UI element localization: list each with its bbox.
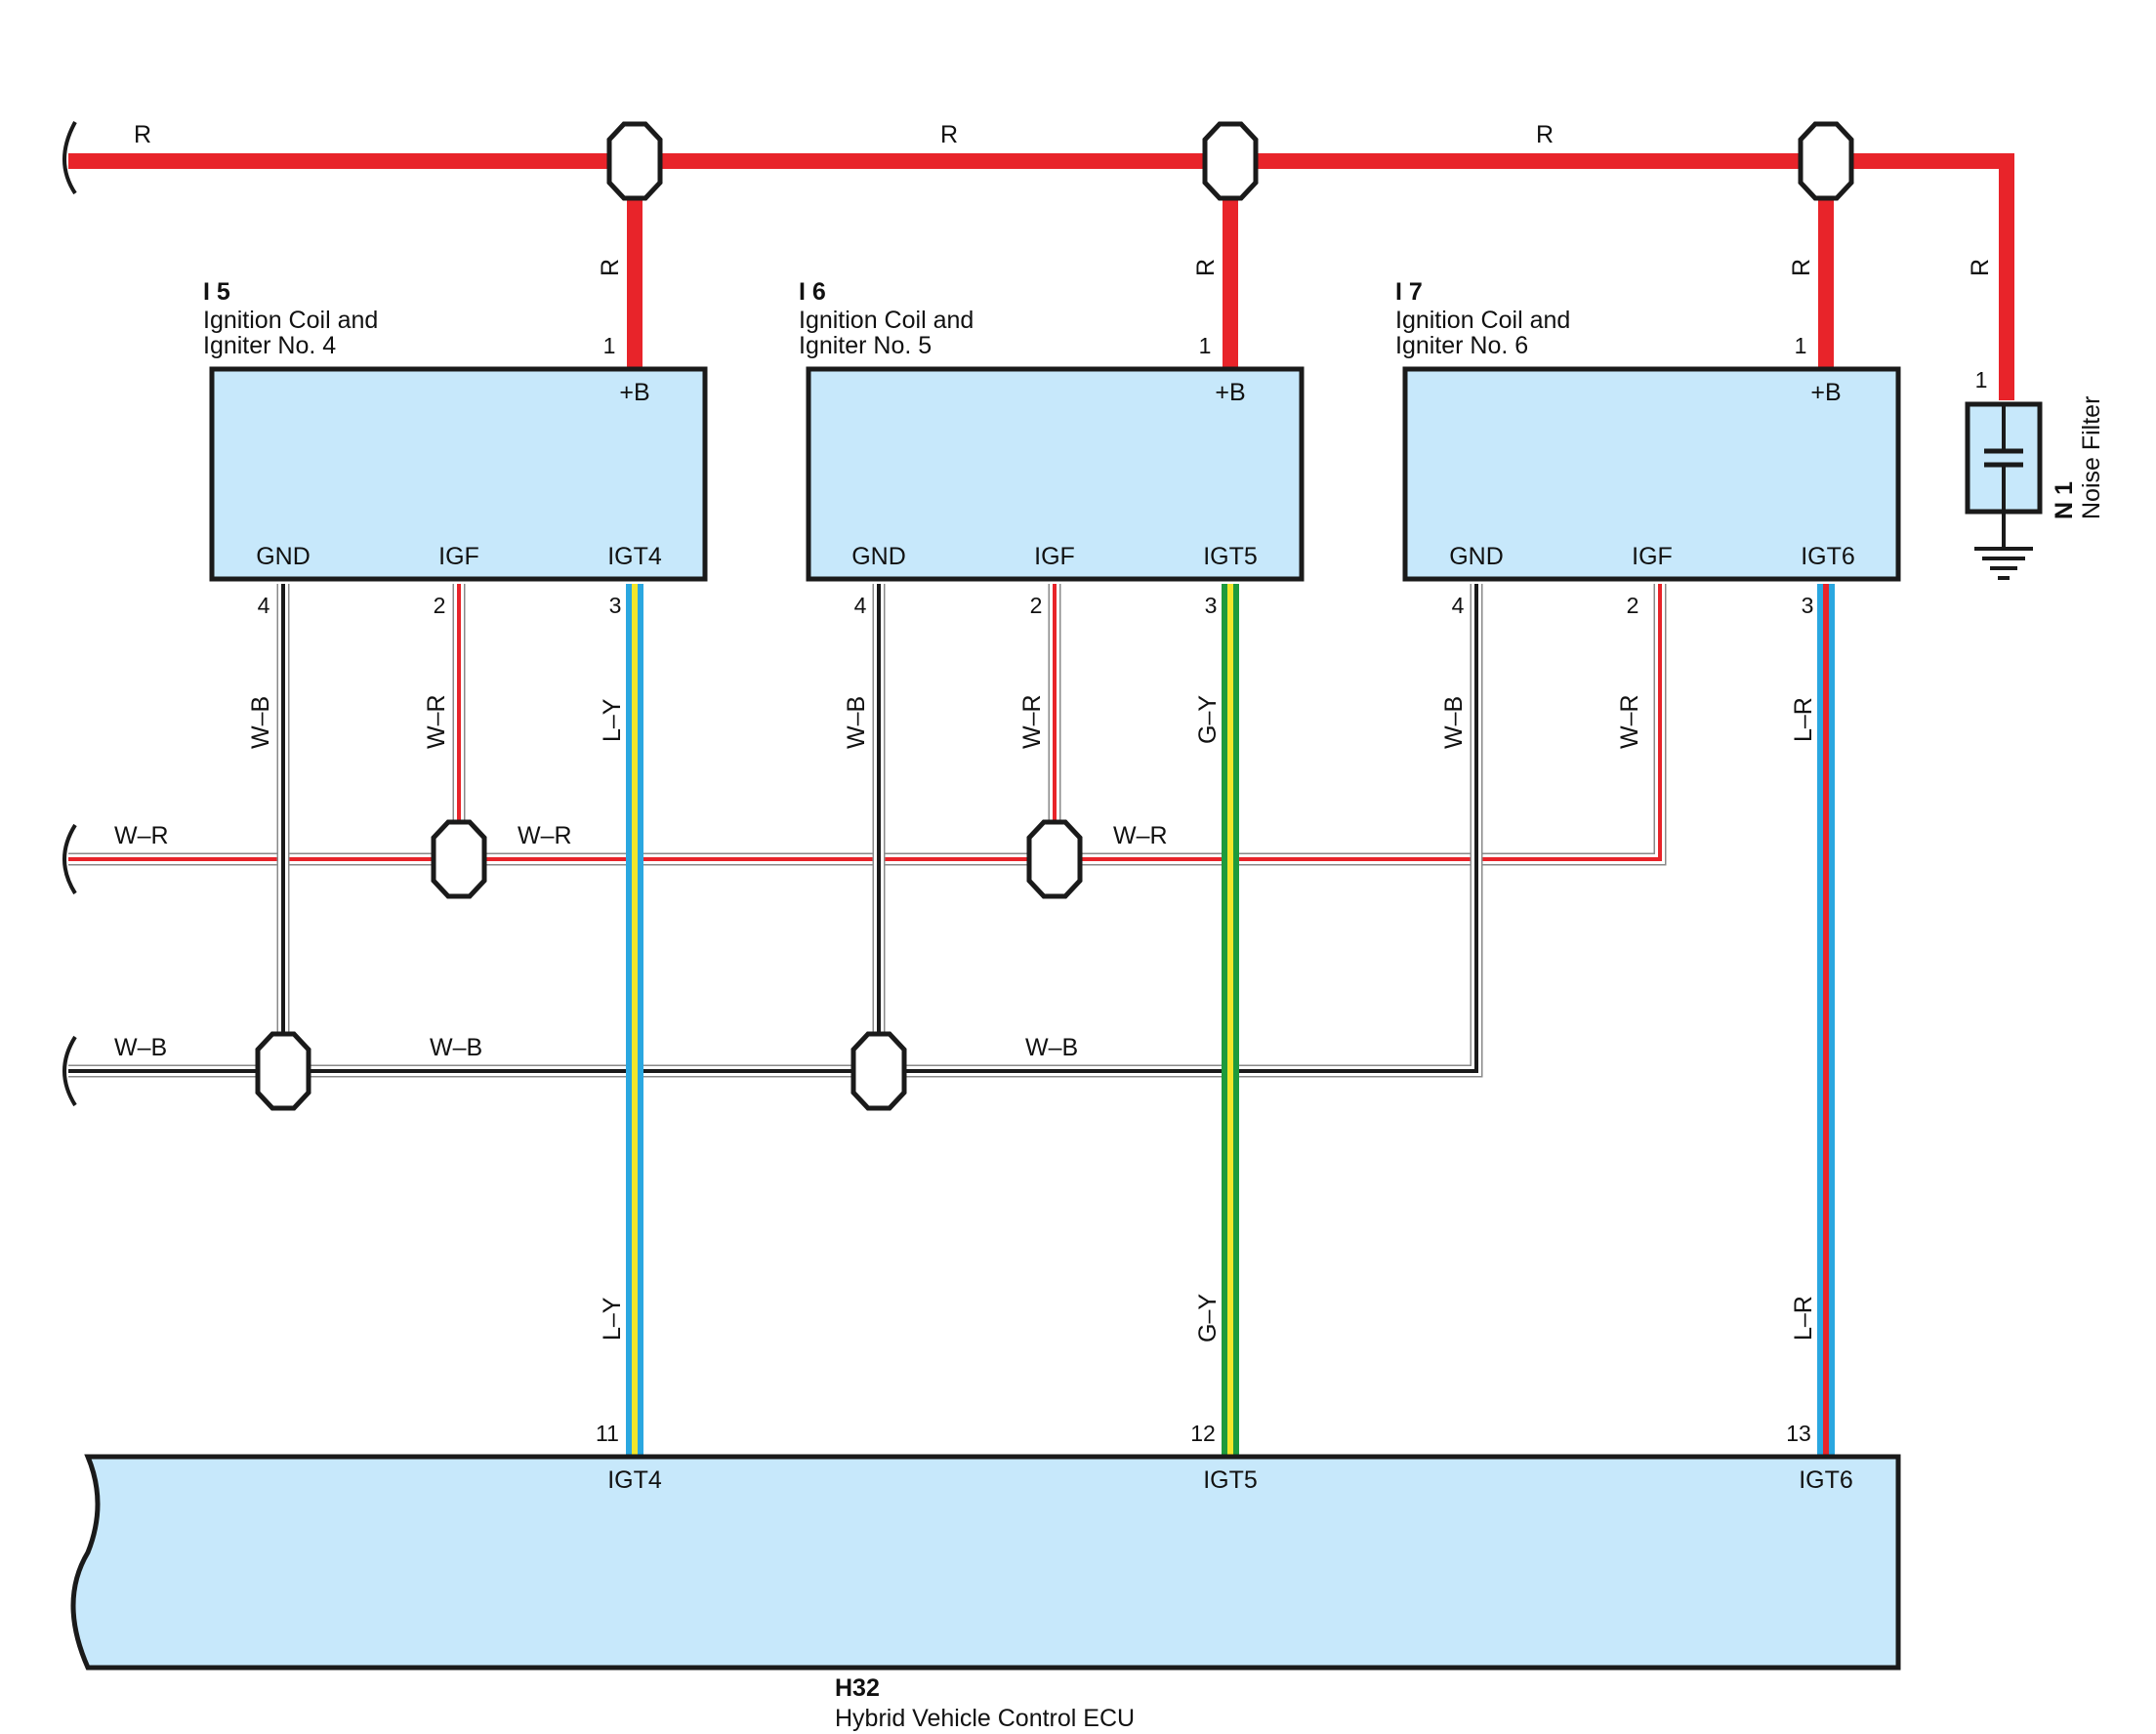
igniter-i6-code: I 6: [799, 278, 826, 306]
pin-name-i6-igf: IGF: [1034, 543, 1075, 570]
igniter-i5-name-2: Igniter No. 4: [203, 332, 336, 359]
pin-number-i7-igf: 2: [1627, 593, 1639, 618]
igniter-i5-box: [209, 366, 708, 582]
wire-label-i5-igt: L–Y: [599, 698, 626, 742]
wire-label-i5-gnd: W–B: [247, 696, 274, 749]
pin-name-i5-igt: IGT4: [607, 543, 662, 570]
splices: [255, 121, 1854, 1111]
feed-wire-label-n1: R: [1967, 259, 1994, 276]
feed-wire-label-i6: R: [1192, 259, 1220, 276]
pin-number-i5-plus-b: 1: [603, 333, 616, 358]
pin-name-i7-gnd: GND: [1449, 543, 1504, 570]
wb-bus-label-2: W–B: [430, 1034, 482, 1061]
pin-name-i6-gnd: GND: [851, 543, 906, 570]
wr-bus: [62, 584, 1667, 895]
igniter-i6-box: [806, 366, 1305, 582]
wire-label-i7-gnd: W–B: [1440, 696, 1468, 749]
splice-red-i5: [606, 121, 663, 201]
noise-filter-symbol: [1965, 401, 2043, 580]
ecu-pin-name-igt5: IGT5: [1203, 1466, 1258, 1494]
pin-number-i7-igt: 3: [1802, 593, 1814, 618]
splice-wr-i5: [431, 819, 487, 899]
igniter-i7-name-1: Ignition Coil and: [1395, 307, 1570, 334]
pin-number-i6-gnd: 4: [854, 593, 867, 618]
wire-label-i6-igt: G–Y: [1194, 695, 1222, 744]
red-bus-wire: [68, 153, 2014, 400]
pin-name-i7-plus-b: +B: [1810, 379, 1841, 406]
pin-name-i6-plus-b: +B: [1215, 379, 1245, 406]
red-power-bus: [62, 121, 2014, 400]
igniter-i7-code: I 7: [1395, 278, 1423, 306]
splice-red-i6: [1202, 121, 1259, 201]
red-bus-label-3: R: [1536, 121, 1554, 148]
splice-red-i7: [1798, 121, 1854, 201]
red-bus-label-1: R: [134, 121, 151, 148]
pin-number-i7-gnd: 4: [1452, 593, 1465, 618]
igniter-i6-name-1: Ignition Coil and: [799, 307, 974, 334]
feed-wire-label-i5: R: [597, 259, 624, 276]
wb-bus-label-3: W–B: [1025, 1034, 1078, 1061]
pin-name-i5-igf: IGF: [438, 543, 479, 570]
pin-name-i7-igf: IGF: [1632, 543, 1673, 570]
ecu-code: H32: [835, 1674, 880, 1702]
feed-wire-label-i7: R: [1788, 259, 1815, 276]
ecu-pin-name-igt4: IGT4: [607, 1466, 662, 1494]
splice-wr-i6: [1026, 819, 1083, 899]
splice-wb-i6: [850, 1031, 907, 1111]
igniter-i7-box: [1402, 366, 1901, 582]
splice-wb-i5: [255, 1031, 311, 1111]
wr-bus-label-2: W–R: [518, 822, 572, 849]
pin-number-i5-gnd: 4: [258, 593, 270, 618]
ecu-wire-label-igt5: G–Y: [1194, 1294, 1222, 1342]
noise-filter-code: N 1: [2051, 481, 2078, 519]
pin-number-i6-igf: 2: [1030, 593, 1043, 618]
pin-number-i5-igf: 2: [434, 593, 446, 618]
wr-bus-label-1: W–R: [114, 822, 169, 849]
pin-number-i7-plus-b: 1: [1795, 333, 1807, 358]
ground-icon: [1974, 547, 2033, 580]
wire-label-i6-gnd: W–B: [843, 696, 870, 749]
igniter-i7-name-2: Igniter No. 6: [1395, 332, 1528, 359]
pin-name-i5-gnd: GND: [256, 543, 311, 570]
igniter-i5-code: I 5: [203, 278, 230, 306]
igniter-i6-name-2: Igniter No. 5: [799, 332, 932, 359]
wb-bus-label-1: W–B: [114, 1034, 167, 1061]
pin-number-i6-igt: 3: [1205, 593, 1218, 618]
wb-bus-break-mark: [62, 1035, 77, 1107]
wr-bus-red-stripe: [68, 584, 1662, 861]
pin-number-i5-igt: 3: [609, 593, 622, 618]
ecu-pin-name-igt6: IGT6: [1799, 1466, 1853, 1494]
ecu-wire-label-igt4: L–Y: [599, 1297, 626, 1341]
pin-number-n1: 1: [1975, 367, 1988, 392]
wr-bus-label-3: W–R: [1113, 822, 1168, 849]
wb-bus: [62, 584, 1483, 1107]
ecu-pin-number-13: 13: [1786, 1421, 1811, 1446]
wire-label-i6-igf: W–R: [1018, 694, 1046, 749]
pin-name-i5-plus-b: +B: [619, 379, 649, 406]
pin-name-i7-igt: IGT6: [1801, 543, 1855, 570]
red-bus-break-mark: [62, 121, 77, 195]
wire-label-i5-igf: W–R: [423, 694, 450, 749]
wire-label-i7-igt: L–R: [1790, 697, 1817, 742]
wb-bus-black-stripe: [68, 584, 1478, 1073]
wire-label-i7-igf: W–R: [1616, 694, 1643, 749]
igniter-i5-name-1: Ignition Coil and: [203, 307, 378, 334]
noise-filter-name: Noise Filter: [2078, 396, 2105, 519]
ecu-name: Hybrid Vehicle Control ECU: [835, 1705, 1135, 1732]
red-bus-label-2: R: [940, 121, 958, 148]
pin-number-i6-plus-b: 1: [1199, 333, 1212, 358]
pin-name-i6-igt: IGT5: [1203, 543, 1258, 570]
ecu-wire-label-igt6: L–R: [1790, 1296, 1817, 1341]
ecu-h32-box: [70, 1454, 1901, 1671]
ecu-pin-number-11: 11: [596, 1421, 619, 1446]
wr-bus-break-mark: [62, 823, 77, 895]
ecu-pin-number-12: 12: [1190, 1421, 1216, 1446]
